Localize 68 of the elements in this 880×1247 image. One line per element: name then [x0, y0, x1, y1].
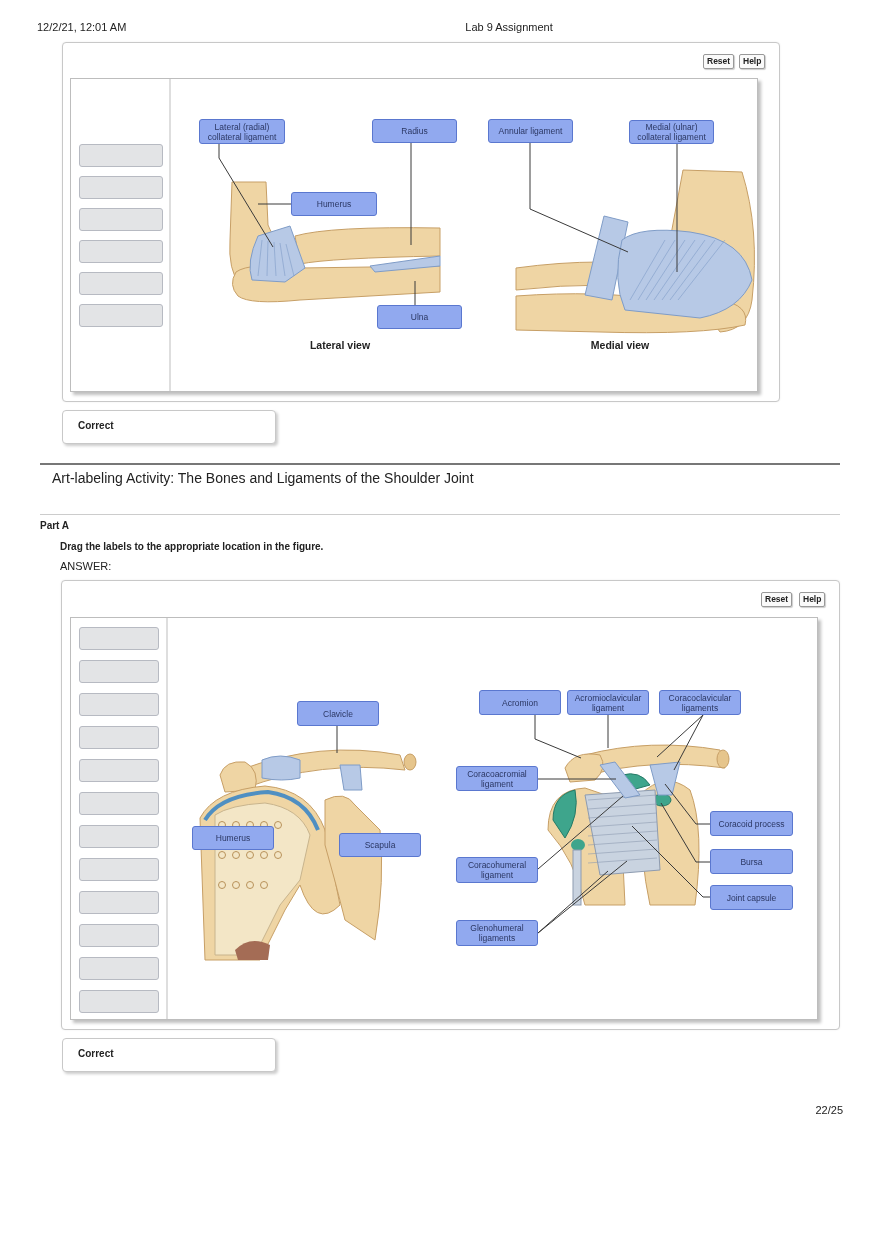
leader-line [656, 714, 704, 758]
leader-line [534, 714, 582, 759]
view-caption: Medial view [590, 339, 650, 351]
label-tag: Humerus [291, 192, 377, 216]
label-tag: Humerus [192, 826, 274, 850]
leader-line [631, 825, 711, 898]
leader-line [537, 778, 617, 780]
help-button: Help [799, 592, 826, 607]
drop-slot [79, 759, 159, 782]
label-tag: Clavicle [297, 701, 379, 726]
drop-slot [79, 693, 159, 716]
leader-line [218, 143, 274, 248]
label-tag: Radius [372, 119, 457, 143]
section-title: Art-labeling Activity: The Bones and Ligaments of the Shoulder Joint [52, 470, 474, 486]
page-title: Lab 9 Assignment [465, 21, 553, 33]
label-tag: Annular ligament [488, 119, 573, 143]
instruction-text: Drag the labels to the appropriate location in the figure. [60, 541, 324, 552]
leader-line [257, 203, 292, 205]
label-tag: Ulna [377, 305, 462, 329]
drop-slot [79, 825, 159, 848]
reset-button: Reset [761, 592, 793, 607]
leader-line [414, 280, 416, 306]
drop-slot [79, 176, 163, 199]
part-heading: Part A [40, 520, 70, 531]
drop-slot [79, 924, 159, 947]
leader-line [529, 142, 629, 253]
drop-slot [79, 957, 159, 980]
leader-line [607, 714, 609, 749]
feedback-text: Correct [78, 1048, 114, 1059]
label-tag: Glenohumeral ligaments [456, 920, 538, 946]
leader-line [336, 725, 338, 754]
drop-slot [79, 792, 159, 815]
label-tag: Joint capsule [710, 885, 793, 910]
label-tag: Coracohumeral ligament [456, 857, 538, 883]
drop-slot [79, 891, 159, 914]
timestamp: 12/2/21, 12:01 AM [37, 21, 127, 33]
label-tag: Coracoid process [710, 811, 793, 836]
drop-slot [79, 660, 159, 683]
drop-slot [79, 144, 163, 167]
leader-line [673, 714, 704, 771]
drop-slot [79, 990, 159, 1013]
label-tag: Acromioclavicular ligament [567, 690, 649, 715]
drop-slot [79, 627, 159, 650]
feedback-text: Correct [78, 420, 114, 431]
leader-line [664, 783, 711, 825]
drop-slot [79, 208, 163, 231]
drop-slot [79, 304, 163, 327]
page-number: 22/25 [815, 1104, 843, 1116]
label-tag: Lateral (radial) collateral ligament [199, 119, 285, 144]
leader-line [537, 860, 628, 934]
label-tag: Scapula [339, 833, 421, 857]
drop-slot [79, 272, 163, 295]
leader-line [410, 142, 412, 246]
label-tag: Medial (ulnar) collateral ligament [629, 120, 714, 144]
answer-label: ANSWER: [60, 560, 112, 572]
view-caption: Lateral view [309, 339, 371, 351]
drop-slot [79, 726, 159, 749]
drop-slot [79, 240, 163, 263]
label-tag: Bursa [710, 849, 793, 874]
label-tag: Acromion [479, 690, 561, 715]
drop-slot [79, 858, 159, 881]
help-button: Help [739, 54, 766, 69]
reset-button: Reset [703, 54, 735, 69]
label-tag: Coracoacromial ligament [456, 766, 538, 791]
label-tag: Coracoclavicular ligaments [659, 690, 741, 715]
leader-line [676, 143, 678, 273]
leader-line [537, 795, 624, 870]
leader-line [660, 802, 711, 863]
